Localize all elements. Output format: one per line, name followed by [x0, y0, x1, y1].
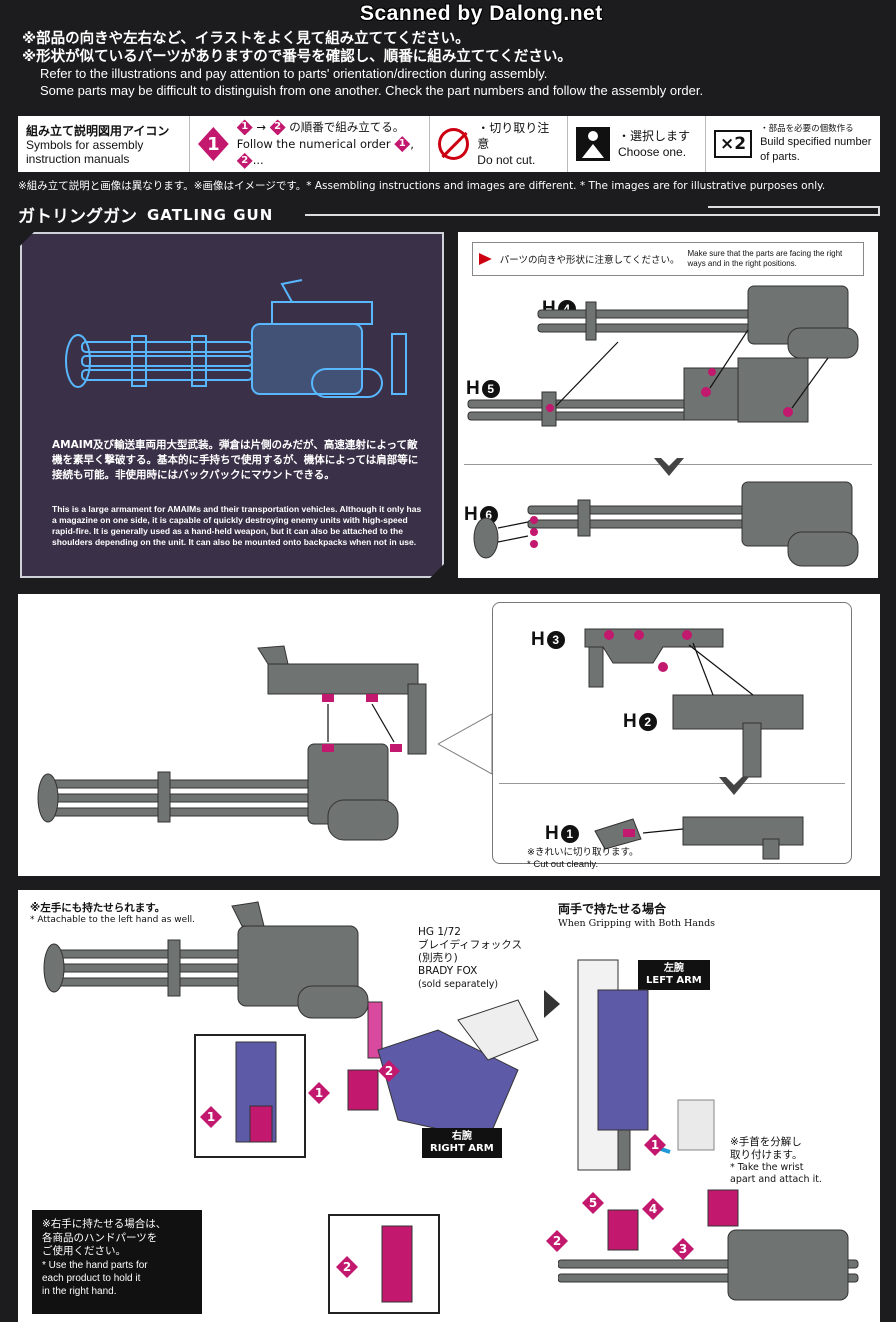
right-hand-mount-illustration: [43, 901, 539, 1141]
header-jp-1: ※部品の向きや左右など、イラストをよく見て組み立ててください。: [22, 31, 470, 47]
step-2b-icon: 2: [546, 1230, 568, 1252]
left-hand-note: ※左手にも持たせられます。 * Attachable to the left h…: [30, 902, 195, 926]
both-hands-illustration: [558, 959, 859, 1301]
no-cut-icon: [438, 128, 470, 160]
header-en-2: Some parts may be difficult to distingui…: [40, 82, 704, 98]
step-2-icon: 2: [378, 1060, 400, 1082]
gatling-side-illustration: [37, 645, 493, 841]
header-en-1: Refer to the illustrations and pay atten…: [40, 66, 548, 82]
orientation-caution: パーツの向きや形状に注意してください。 Make sure that the p…: [472, 242, 864, 276]
section-title: ガトリングガン GATLING GUN: [18, 205, 274, 228]
times-two-icon: ×2: [714, 130, 753, 158]
step-1b-icon: 1: [644, 1134, 666, 1156]
cut-cleanly-note: ※きれいに切り取ります。* Cut out cleanly.: [527, 847, 639, 870]
step-number-icon: 1: [198, 127, 229, 161]
step-order-legend: 1 1 → 2 の順番で組み立てる。 Follow the numerical …: [190, 116, 430, 172]
step-1-icon: 1: [308, 1082, 330, 1104]
right-hand-usage-note: ※右手に持たせる場合は、各商品のハンドパーツをご使用ください。 * Use th…: [32, 1210, 202, 1314]
zoom-step-2-icon: 2: [336, 1256, 358, 1278]
step-from-icon: 1: [236, 119, 253, 136]
barrel-assembly-panel: パーツの向きや形状に注意してください。 Make sure that the p…: [458, 232, 878, 578]
header-jp-2: ※形状が似ているパーツがありますので番号を確認し、順番に組み立ててください。: [22, 49, 572, 66]
weapon-info-box: AMAIM及び輸送車両用大型武装。弾倉は片側のみだが、高速連射によって敵機を素早…: [20, 232, 444, 578]
step-3-icon: 3: [672, 1238, 694, 1260]
gatling-blueprint-illustration: [42, 274, 422, 434]
step-5-icon: 5: [582, 1192, 604, 1214]
left-hand-zoom: 2: [328, 1214, 440, 1314]
header-notes: ※部品の向きや左右など、イラストをよく見て組み立ててください。 ※形状が似ている…: [22, 30, 882, 99]
icon-legend-title: 組み立て説明図用アイコン Symbols for assembly instru…: [18, 116, 190, 172]
right-hand-zoom: 1: [194, 1034, 306, 1158]
mounting-panel: ※左手にも持たせられます。 * Attachable to the left h…: [18, 890, 880, 1322]
step-to-icon: 2: [269, 119, 286, 136]
watermark: Scanned by Dalong.net: [360, 2, 603, 25]
info-text-jp: AMAIM及び輸送車両用大型武装。弾倉は片側のみだが、高速連射によって敵機を素早…: [52, 439, 419, 482]
choose-one-icon: [576, 127, 610, 161]
section-rule: [305, 206, 880, 216]
icon-legend-bar: 組み立て説明図用アイコン Symbols for assembly instru…: [18, 116, 880, 172]
barrel-assembly-illustration: [467, 285, 859, 567]
grip-parts-illustration: [584, 628, 804, 860]
info-text-en: This is a large armament for AMAIMs and …: [52, 504, 422, 548]
image-disclaimer: ※組み立て説明と画像は異なります。※画像はイメージです。* Assembling…: [18, 180, 826, 192]
zoom-step-1-icon: 1: [200, 1106, 222, 1128]
step-4-icon: 4: [642, 1198, 664, 1220]
